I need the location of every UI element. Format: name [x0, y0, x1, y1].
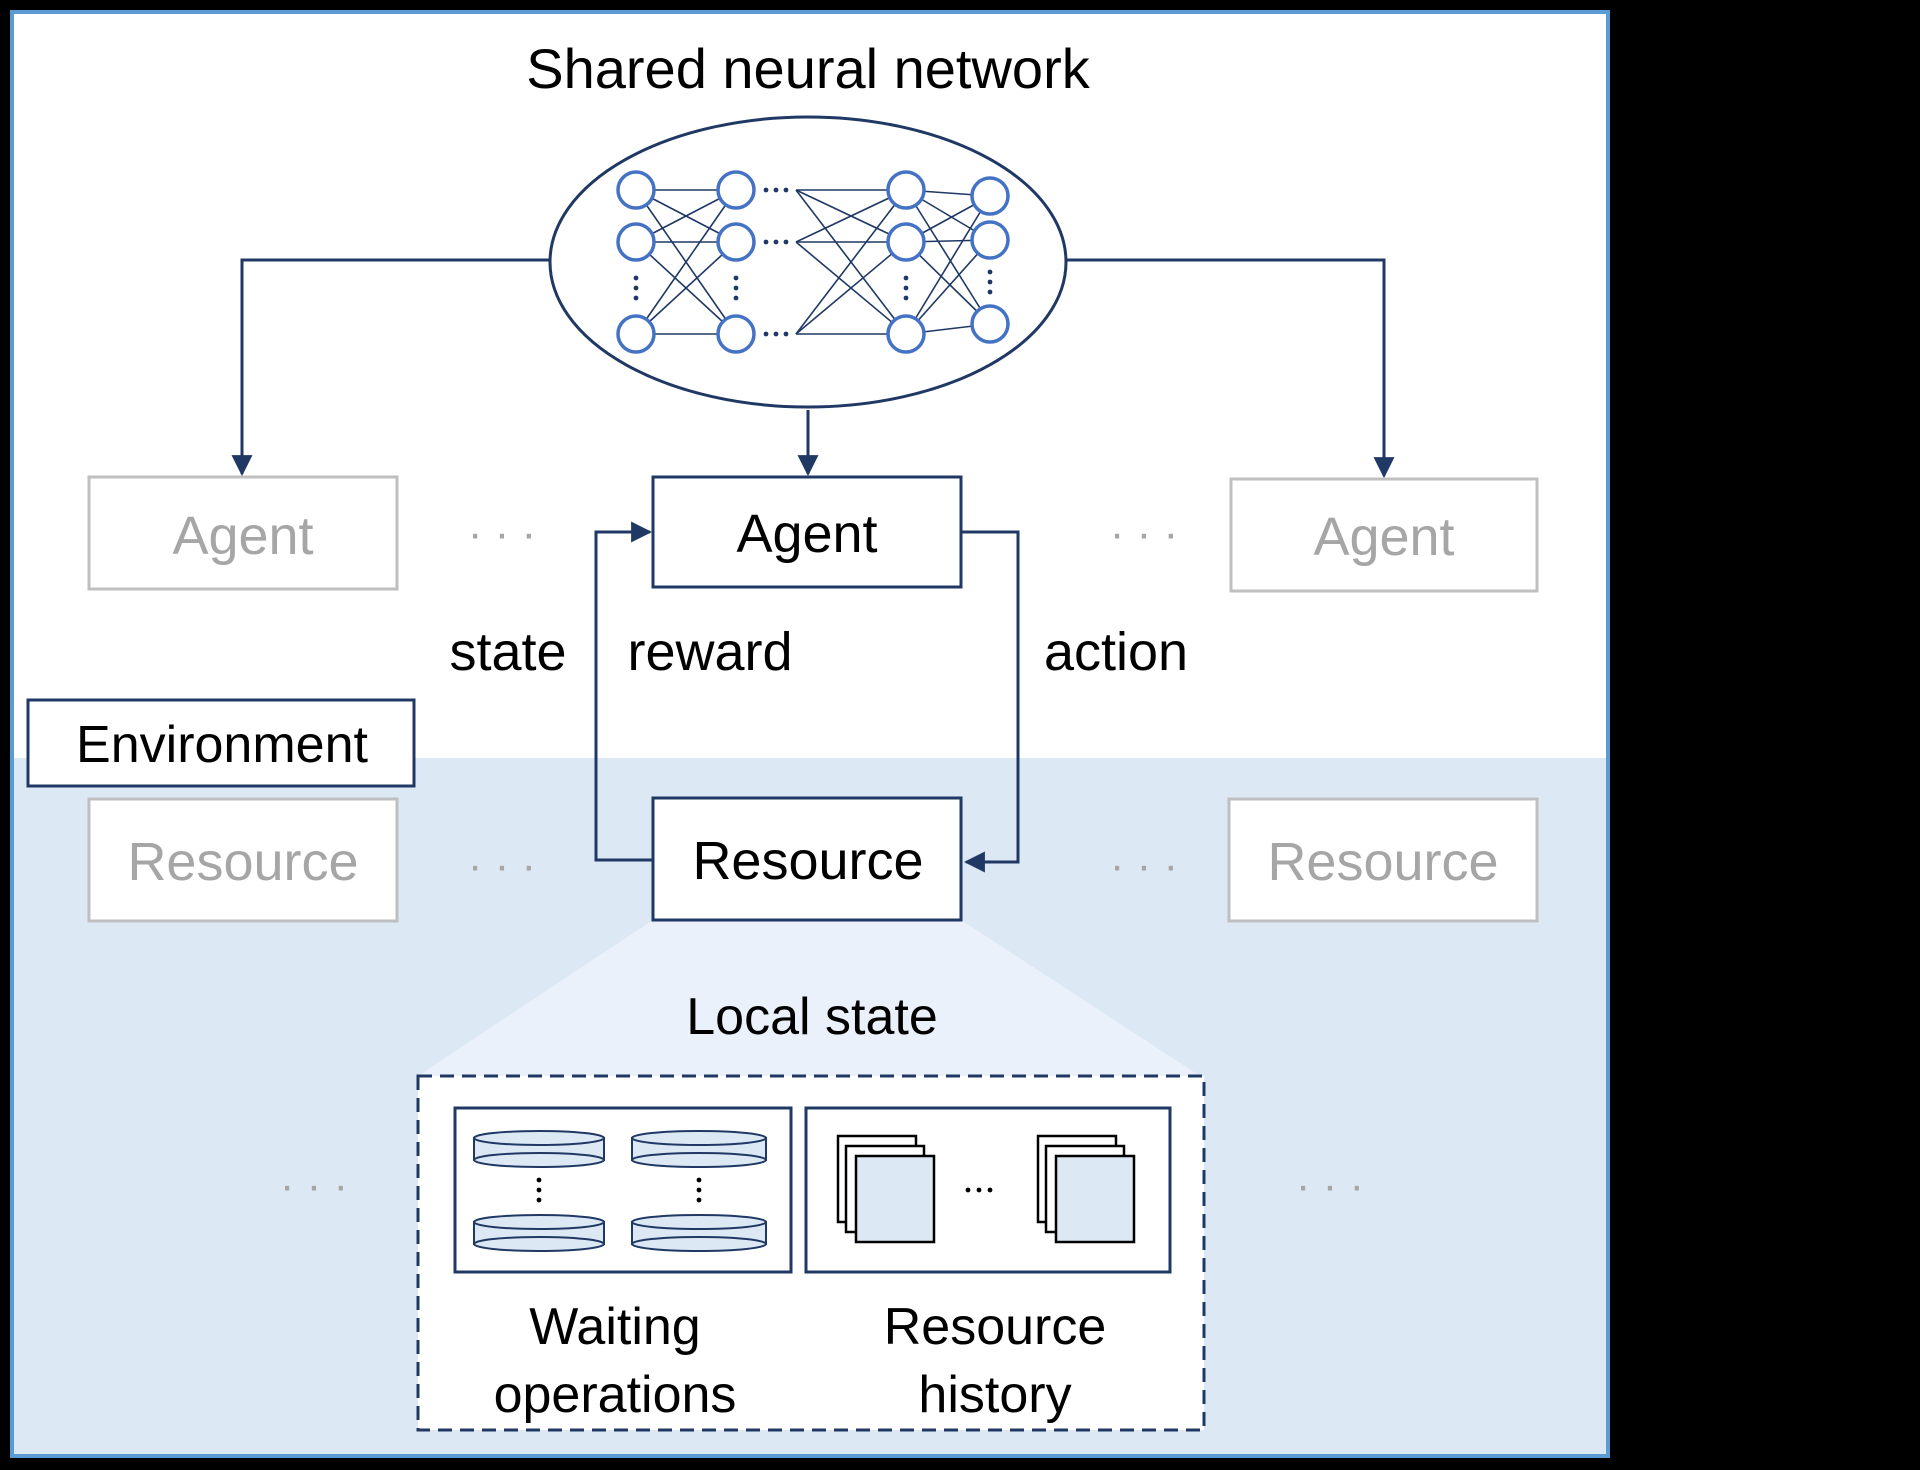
resource-right-label: Resource — [1267, 832, 1498, 892]
agent-center-label: Agent — [736, 504, 877, 564]
resource-right: Resource — [1227, 797, 1539, 923]
loop-arrows — [594, 521, 1020, 873]
stacked-pages-icon — [1036, 1134, 1136, 1244]
node — [716, 170, 756, 210]
database-icon — [631, 1130, 767, 1168]
node — [886, 222, 926, 262]
database-icon — [631, 1214, 767, 1252]
waiting-operations-label-line1: Waiting — [529, 1298, 700, 1356]
database-icon — [473, 1214, 605, 1252]
agent-right-label: Agent — [1313, 507, 1454, 567]
agent-left-label: Agent — [172, 506, 313, 566]
network-nodes — [616, 170, 1010, 354]
resource-history-panel — [804, 1106, 1172, 1274]
action-arrow — [961, 530, 1020, 873]
arrow-to-left-agent — [231, 258, 550, 477]
vertical-ellipsis-icon — [536, 1177, 702, 1203]
action-label: action — [1044, 622, 1188, 682]
stacked-pages-icon — [836, 1134, 936, 1244]
arrow-to-right-agent — [1066, 258, 1395, 479]
reward-label: reward — [627, 622, 792, 682]
outer-frame — [10, 10, 1610, 1458]
local-state-callout — [418, 920, 1200, 1076]
resource-left-label: Resource — [127, 832, 358, 892]
waiting-operations-label-line2: operations — [494, 1366, 737, 1424]
agent-ellipsis-left: · · · — [468, 509, 536, 558]
state-reward-arrow — [594, 521, 653, 862]
agent-center: Agent — [651, 475, 963, 589]
resource-history-label-line2: history — [918, 1366, 1071, 1424]
node — [886, 314, 926, 354]
node — [886, 170, 926, 210]
database-icon — [473, 1130, 605, 1168]
resource-history-label-line1: Resource — [884, 1298, 1107, 1356]
state-label: state — [449, 622, 566, 682]
resource-ellipsis-left: · · · — [468, 841, 536, 890]
horizontal-ellipsis-icon — [965, 1187, 993, 1193]
agent-left: Agent — [87, 475, 399, 591]
node — [616, 222, 656, 262]
agent-right: Agent — [1229, 477, 1539, 593]
environment-label-box: Environment — [26, 698, 416, 788]
waiting-operations-panel — [453, 1106, 793, 1274]
node — [616, 314, 656, 354]
local-state-title: Local state — [686, 988, 938, 1046]
network-title: Shared neural network — [526, 37, 1090, 100]
resource-left: Resource — [87, 797, 399, 923]
local-state-ellipsis-left: · · · — [280, 1161, 348, 1210]
node — [716, 314, 756, 354]
shared-neural-network — [548, 115, 1068, 409]
resource-ellipsis-right: · · · — [1110, 841, 1178, 890]
resource-center: Resource — [651, 796, 963, 922]
node — [716, 222, 756, 262]
network-ellipsis-dots — [633, 187, 993, 337]
node — [970, 220, 1010, 260]
node — [970, 176, 1010, 216]
node — [970, 304, 1010, 344]
environment-label: Environment — [76, 716, 368, 774]
agent-ellipsis-right: · · · — [1110, 509, 1178, 558]
node — [616, 170, 656, 210]
network-ellipse — [548, 115, 1068, 409]
resource-center-label: Resource — [692, 831, 923, 891]
local-state-ellipsis-right: · · · — [1296, 1161, 1364, 1210]
network-to-agent-arrows — [231, 258, 1395, 479]
